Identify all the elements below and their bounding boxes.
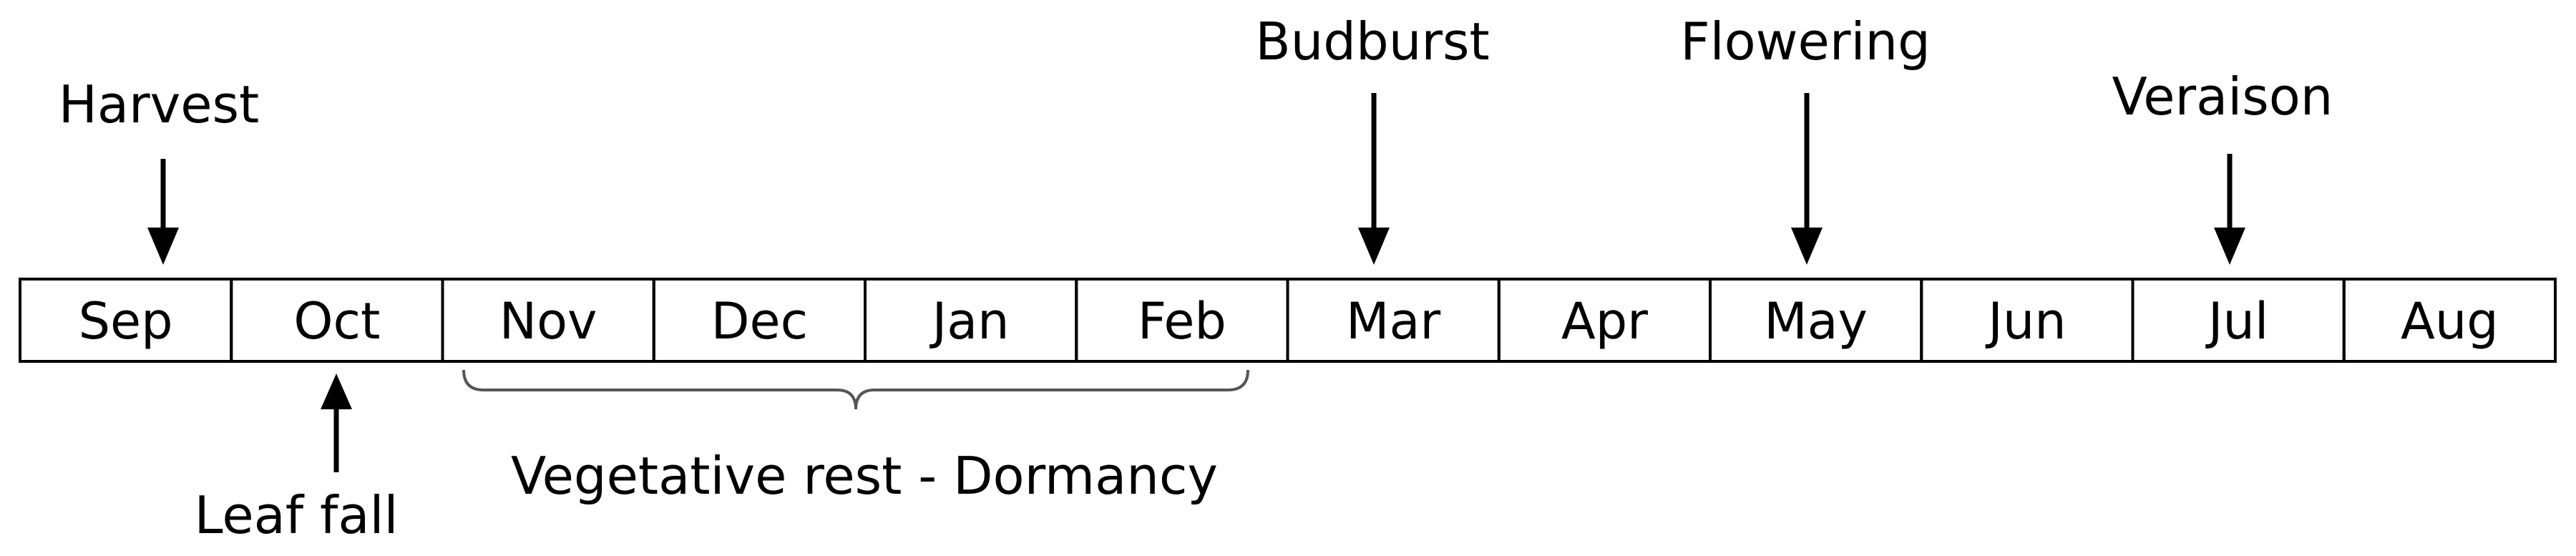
event-label-harvest: Harvest bbox=[59, 74, 260, 135]
month-label: Aug bbox=[2401, 292, 2499, 351]
event-harvest: Harvest bbox=[59, 74, 260, 265]
month-label: Oct bbox=[293, 292, 380, 351]
month-label: Nov bbox=[499, 292, 597, 351]
veraison-arrowhead-icon bbox=[2214, 228, 2245, 265]
harvest-arrowhead-icon bbox=[147, 228, 179, 265]
month-cell-box bbox=[2342, 278, 2557, 363]
month-label: Dec bbox=[711, 292, 808, 351]
event-budburst: Budburst bbox=[1255, 11, 1490, 265]
event-label-budburst: Budburst bbox=[1255, 11, 1489, 72]
leaf-fall-arrowhead-icon bbox=[321, 374, 352, 409]
month-label: Sep bbox=[79, 292, 173, 351]
month-cell: Apr bbox=[1497, 278, 1712, 363]
month-label: Jan bbox=[930, 292, 1010, 351]
month-cell: Jan bbox=[864, 278, 1078, 363]
month-cell: Oct bbox=[230, 278, 444, 363]
month-cells: Sep Oct Nov Dec Jan Feb Mar Apr bbox=[19, 278, 2557, 363]
month-label: Jun bbox=[1985, 292, 2066, 351]
month-label: Mar bbox=[1346, 292, 1440, 351]
month-label: Jul bbox=[2205, 292, 2268, 351]
dormancy-bracket bbox=[462, 369, 1249, 410]
event-flowering: Flowering bbox=[1680, 11, 1931, 265]
month-label: Feb bbox=[1138, 292, 1226, 351]
month-cell: Dec bbox=[652, 278, 867, 363]
event-label-flowering: Flowering bbox=[1680, 11, 1931, 72]
month-label: May bbox=[1764, 292, 1868, 351]
event-veraison: Veraison bbox=[2112, 67, 2333, 265]
month-cell: Aug bbox=[2342, 278, 2557, 363]
event-label-veraison: Veraison bbox=[2112, 67, 2333, 127]
event-label-leaf-fall: Leaf fall bbox=[195, 485, 399, 545]
dormancy-period: Vegetative rest - Dormancy bbox=[462, 369, 1249, 506]
event-leaf-fall: Leaf fall bbox=[195, 374, 399, 545]
budburst-arrowhead-icon bbox=[1358, 228, 1390, 265]
flowering-arrowhead-icon bbox=[1791, 228, 1823, 265]
month-cell: Jun bbox=[1920, 278, 2135, 363]
month-label: Apr bbox=[1561, 292, 1648, 351]
dormancy-label: Vegetative rest - Dormancy bbox=[511, 446, 1218, 506]
month-cell: Sep bbox=[19, 278, 233, 363]
